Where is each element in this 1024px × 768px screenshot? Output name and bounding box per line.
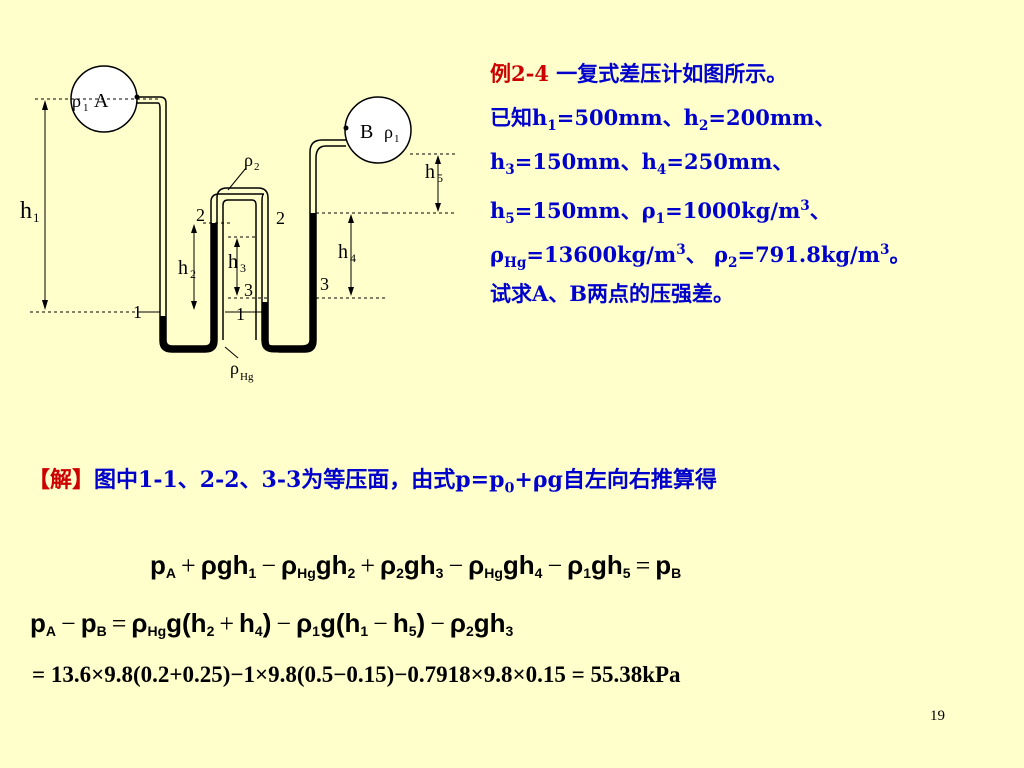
term: h bbox=[392, 608, 409, 638]
label-1-mid: 1 bbox=[236, 304, 245, 324]
operator: + bbox=[181, 551, 196, 580]
operator: − bbox=[373, 609, 388, 638]
subscript: A bbox=[45, 623, 57, 639]
subscript: B bbox=[671, 565, 682, 581]
operator: − bbox=[261, 551, 277, 580]
term: ρ bbox=[281, 550, 298, 580]
term: g(h bbox=[166, 608, 207, 638]
term: ρ bbox=[468, 550, 485, 580]
subscript: 5 bbox=[408, 623, 417, 639]
subscript: Hg bbox=[297, 565, 316, 581]
operator: − bbox=[61, 609, 76, 638]
term: gh bbox=[473, 608, 506, 638]
label-h4: h bbox=[338, 241, 348, 263]
term: gh bbox=[502, 550, 535, 580]
label-3-right: 3 bbox=[320, 274, 329, 294]
problem-line-4: h5=150mm、ρ1=1000kg/m3、 bbox=[490, 198, 831, 228]
term: ρ bbox=[380, 550, 397, 580]
problem-line-2: 已知h1=500mm、h2=200mm、 bbox=[490, 105, 836, 135]
solution-intro: 【解】图中1-1、2-2、3-3为等压面，由式p=p0+ρg自左向右推算得 bbox=[28, 467, 717, 497]
problem-statement: 例2-4 一复式差压计如图所示。 已知h1=500mm、h2=200mm、 h3… bbox=[490, 52, 1015, 316]
subscript: 1 bbox=[360, 623, 369, 639]
subscript: B bbox=[96, 623, 107, 639]
problem-line-6: 试求A、B两点的压强差。 bbox=[490, 281, 735, 306]
svg-text:4: 4 bbox=[350, 251, 356, 265]
term: ) bbox=[262, 608, 272, 638]
subscript: 1 bbox=[583, 565, 592, 581]
operator: + bbox=[219, 609, 235, 638]
svg-text:1: 1 bbox=[33, 210, 40, 225]
label-2-right: 2 bbox=[276, 208, 285, 228]
term: p bbox=[80, 608, 97, 638]
subscript: 2 bbox=[465, 623, 474, 639]
label-h1: h bbox=[20, 198, 32, 224]
problem-line-3: h3=150mm、h4=250mm、 bbox=[490, 149, 794, 179]
label-rho2: ρ bbox=[244, 150, 253, 170]
bulb-b bbox=[344, 96, 412, 164]
svg-text:5: 5 bbox=[437, 171, 443, 185]
term: g(h bbox=[319, 608, 361, 638]
label-2-left: 2 bbox=[196, 205, 205, 225]
subscript: 2 bbox=[347, 565, 356, 581]
operator: − bbox=[448, 551, 464, 580]
subscript: 4 bbox=[534, 565, 543, 581]
equation-1: pA+ρgh1−ρHggh2+ρ2gh3−ρHggh4−ρ1gh5=pB bbox=[150, 550, 681, 581]
term: ρ bbox=[131, 608, 148, 638]
equation-2: pA−pB=ρHgg(h2+h4)−ρ1g(h1−h5)−ρ2gh3 bbox=[30, 608, 513, 639]
svg-text:3: 3 bbox=[240, 261, 246, 275]
term: ρ bbox=[567, 550, 584, 580]
bulb-a-rho: ρ bbox=[72, 91, 81, 111]
mercury bbox=[159, 213, 317, 353]
page-number: 19 bbox=[930, 708, 945, 724]
term: ρgh bbox=[200, 550, 249, 580]
label-h5: h bbox=[425, 161, 435, 183]
svg-text:Hg: Hg bbox=[240, 371, 254, 383]
subscript: A bbox=[165, 565, 177, 581]
term: p bbox=[30, 608, 46, 638]
problem-line-1: 例2-4 一复式差压计如图所示。 bbox=[490, 61, 788, 86]
solution-label: 【解】 bbox=[28, 467, 95, 493]
subscript: Hg bbox=[484, 565, 503, 581]
label-h2: h bbox=[178, 257, 188, 279]
label-1-left: 1 bbox=[133, 302, 142, 322]
svg-text:2: 2 bbox=[254, 161, 260, 173]
svg-text:1: 1 bbox=[394, 133, 400, 145]
term: ρ bbox=[296, 608, 313, 638]
subscript: 3 bbox=[505, 623, 514, 639]
term: p bbox=[655, 550, 672, 580]
subscript: Hg bbox=[147, 623, 167, 639]
subscript: 1 bbox=[312, 623, 320, 639]
label-rhohg: ρ bbox=[230, 358, 239, 378]
subscript: 3 bbox=[435, 565, 444, 581]
term: gh bbox=[403, 550, 436, 580]
term: gh bbox=[315, 550, 348, 580]
subscript: 4 bbox=[254, 623, 263, 639]
label-h3: h bbox=[228, 251, 238, 273]
svg-text:ρ: ρ bbox=[384, 122, 393, 142]
operator: − bbox=[430, 609, 445, 638]
manometer-diagram: ρ 1 A B ρ 1 h 1 h 2 h 3 h 4 h 5 1 1 2 2 … bbox=[20, 65, 455, 383]
operator: − bbox=[276, 609, 292, 638]
svg-text:2: 2 bbox=[190, 267, 196, 281]
operator: = bbox=[111, 609, 127, 638]
term: gh bbox=[591, 550, 623, 580]
problem-line-5: ρHg=13600kg/m3、 ρ2=791.8kg/m3。 bbox=[490, 242, 911, 272]
term: ρ bbox=[449, 608, 466, 638]
subscript: 5 bbox=[622, 565, 631, 581]
svg-text:1: 1 bbox=[83, 102, 89, 114]
equation-3: = 13.6×9.8(0.2+0.25)−1×9.8(0.5−0.15)−0.7… bbox=[32, 662, 681, 687]
term: ) bbox=[416, 608, 426, 638]
subscript: 2 bbox=[206, 623, 215, 639]
label-3-left: 3 bbox=[244, 280, 253, 300]
term: h bbox=[239, 608, 255, 638]
operator: + bbox=[360, 551, 376, 580]
subscript: 1 bbox=[248, 565, 257, 581]
subscript: 2 bbox=[396, 565, 404, 581]
term: p bbox=[150, 550, 166, 580]
example-label: 例2-4 bbox=[490, 61, 549, 86]
operator: − bbox=[547, 551, 563, 580]
bulb-b-letter: B bbox=[360, 121, 373, 143]
svg-text:A: A bbox=[94, 90, 109, 112]
operator: = bbox=[635, 551, 651, 580]
